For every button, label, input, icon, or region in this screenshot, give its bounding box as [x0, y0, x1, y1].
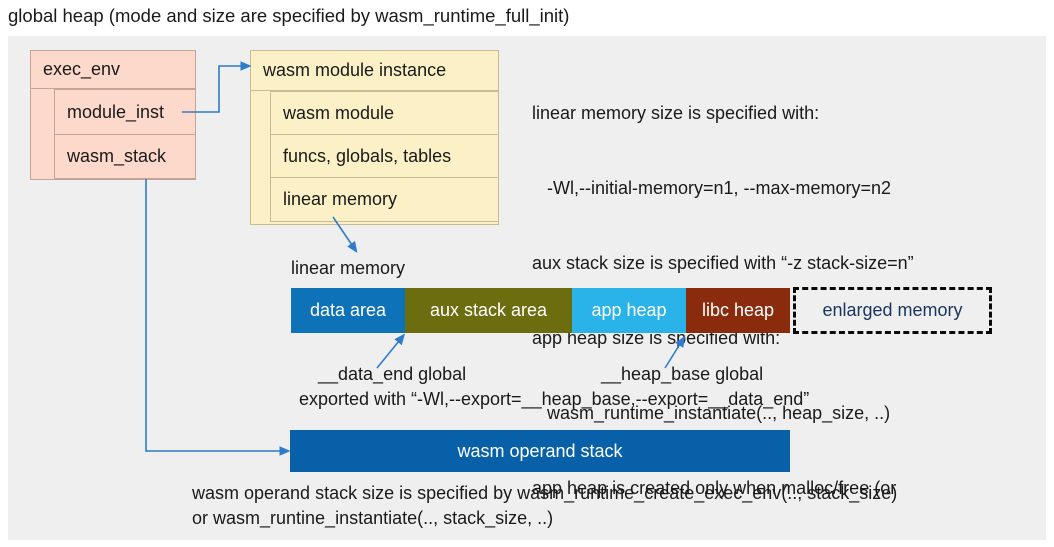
exec-env-row-module-inst: module_inst — [54, 89, 196, 135]
linear-memory-bar: data area aux stack area app heap libc h… — [291, 288, 790, 333]
note-line: wasm_runtime_instantiate(.., heap_size, … — [532, 403, 891, 423]
note-line: app heap is created only when malloc/fre… — [532, 478, 897, 498]
diagram-title: global heap (mode and size are specified… — [8, 5, 570, 26]
exported-with-label: exported with “-Wl,--export=__heap_base,… — [299, 389, 810, 409]
memory-segment-app-heap: app heap — [572, 288, 686, 333]
memory-segment-data-area: data area — [291, 288, 405, 333]
exec-env-row-wasm-stack: wasm_stack — [54, 134, 196, 179]
wasm-operand-stack-bar: wasm operand stack — [290, 430, 790, 472]
heap-base-global-label: __heap_base global — [601, 364, 764, 384]
module-instance-box: wasm module instance wasm module funcs, … — [250, 50, 499, 225]
memory-segment-aux-stack-area: aux stack area — [405, 288, 572, 333]
module-instance-header: wasm module instance — [251, 51, 498, 91]
note-line: linear memory size is specified with: — [532, 103, 820, 123]
footer-note-line: wasm operand stack size is specified by … — [192, 483, 898, 503]
linear-memory-label: linear memory — [291, 258, 406, 278]
memory-segment-libc-heap: libc heap — [686, 288, 790, 333]
memory-segment-enlarged-memory: enlarged memory — [793, 287, 992, 334]
data-end-global-label: __data_end global — [318, 364, 467, 384]
instance-row-linear-memory: linear memory — [270, 177, 499, 222]
note-line: aux stack size is specified with “-z sta… — [532, 253, 914, 273]
instance-row-wasm-module: wasm module — [270, 91, 499, 135]
notes-block: linear memory size is specified with: -W… — [532, 51, 914, 547]
note-line: -Wl,--initial-memory=n1, --max-memory=n2 — [532, 178, 892, 198]
exec-env-box: exec_env module_inst wasm_stack — [30, 50, 196, 180]
footer-note-line: or wasm_runtine_instantiate(.., stack_si… — [192, 508, 554, 528]
exec-env-header: exec_env — [31, 51, 195, 89]
instance-row-funcs-globals-tables: funcs, globals, tables — [270, 134, 499, 178]
